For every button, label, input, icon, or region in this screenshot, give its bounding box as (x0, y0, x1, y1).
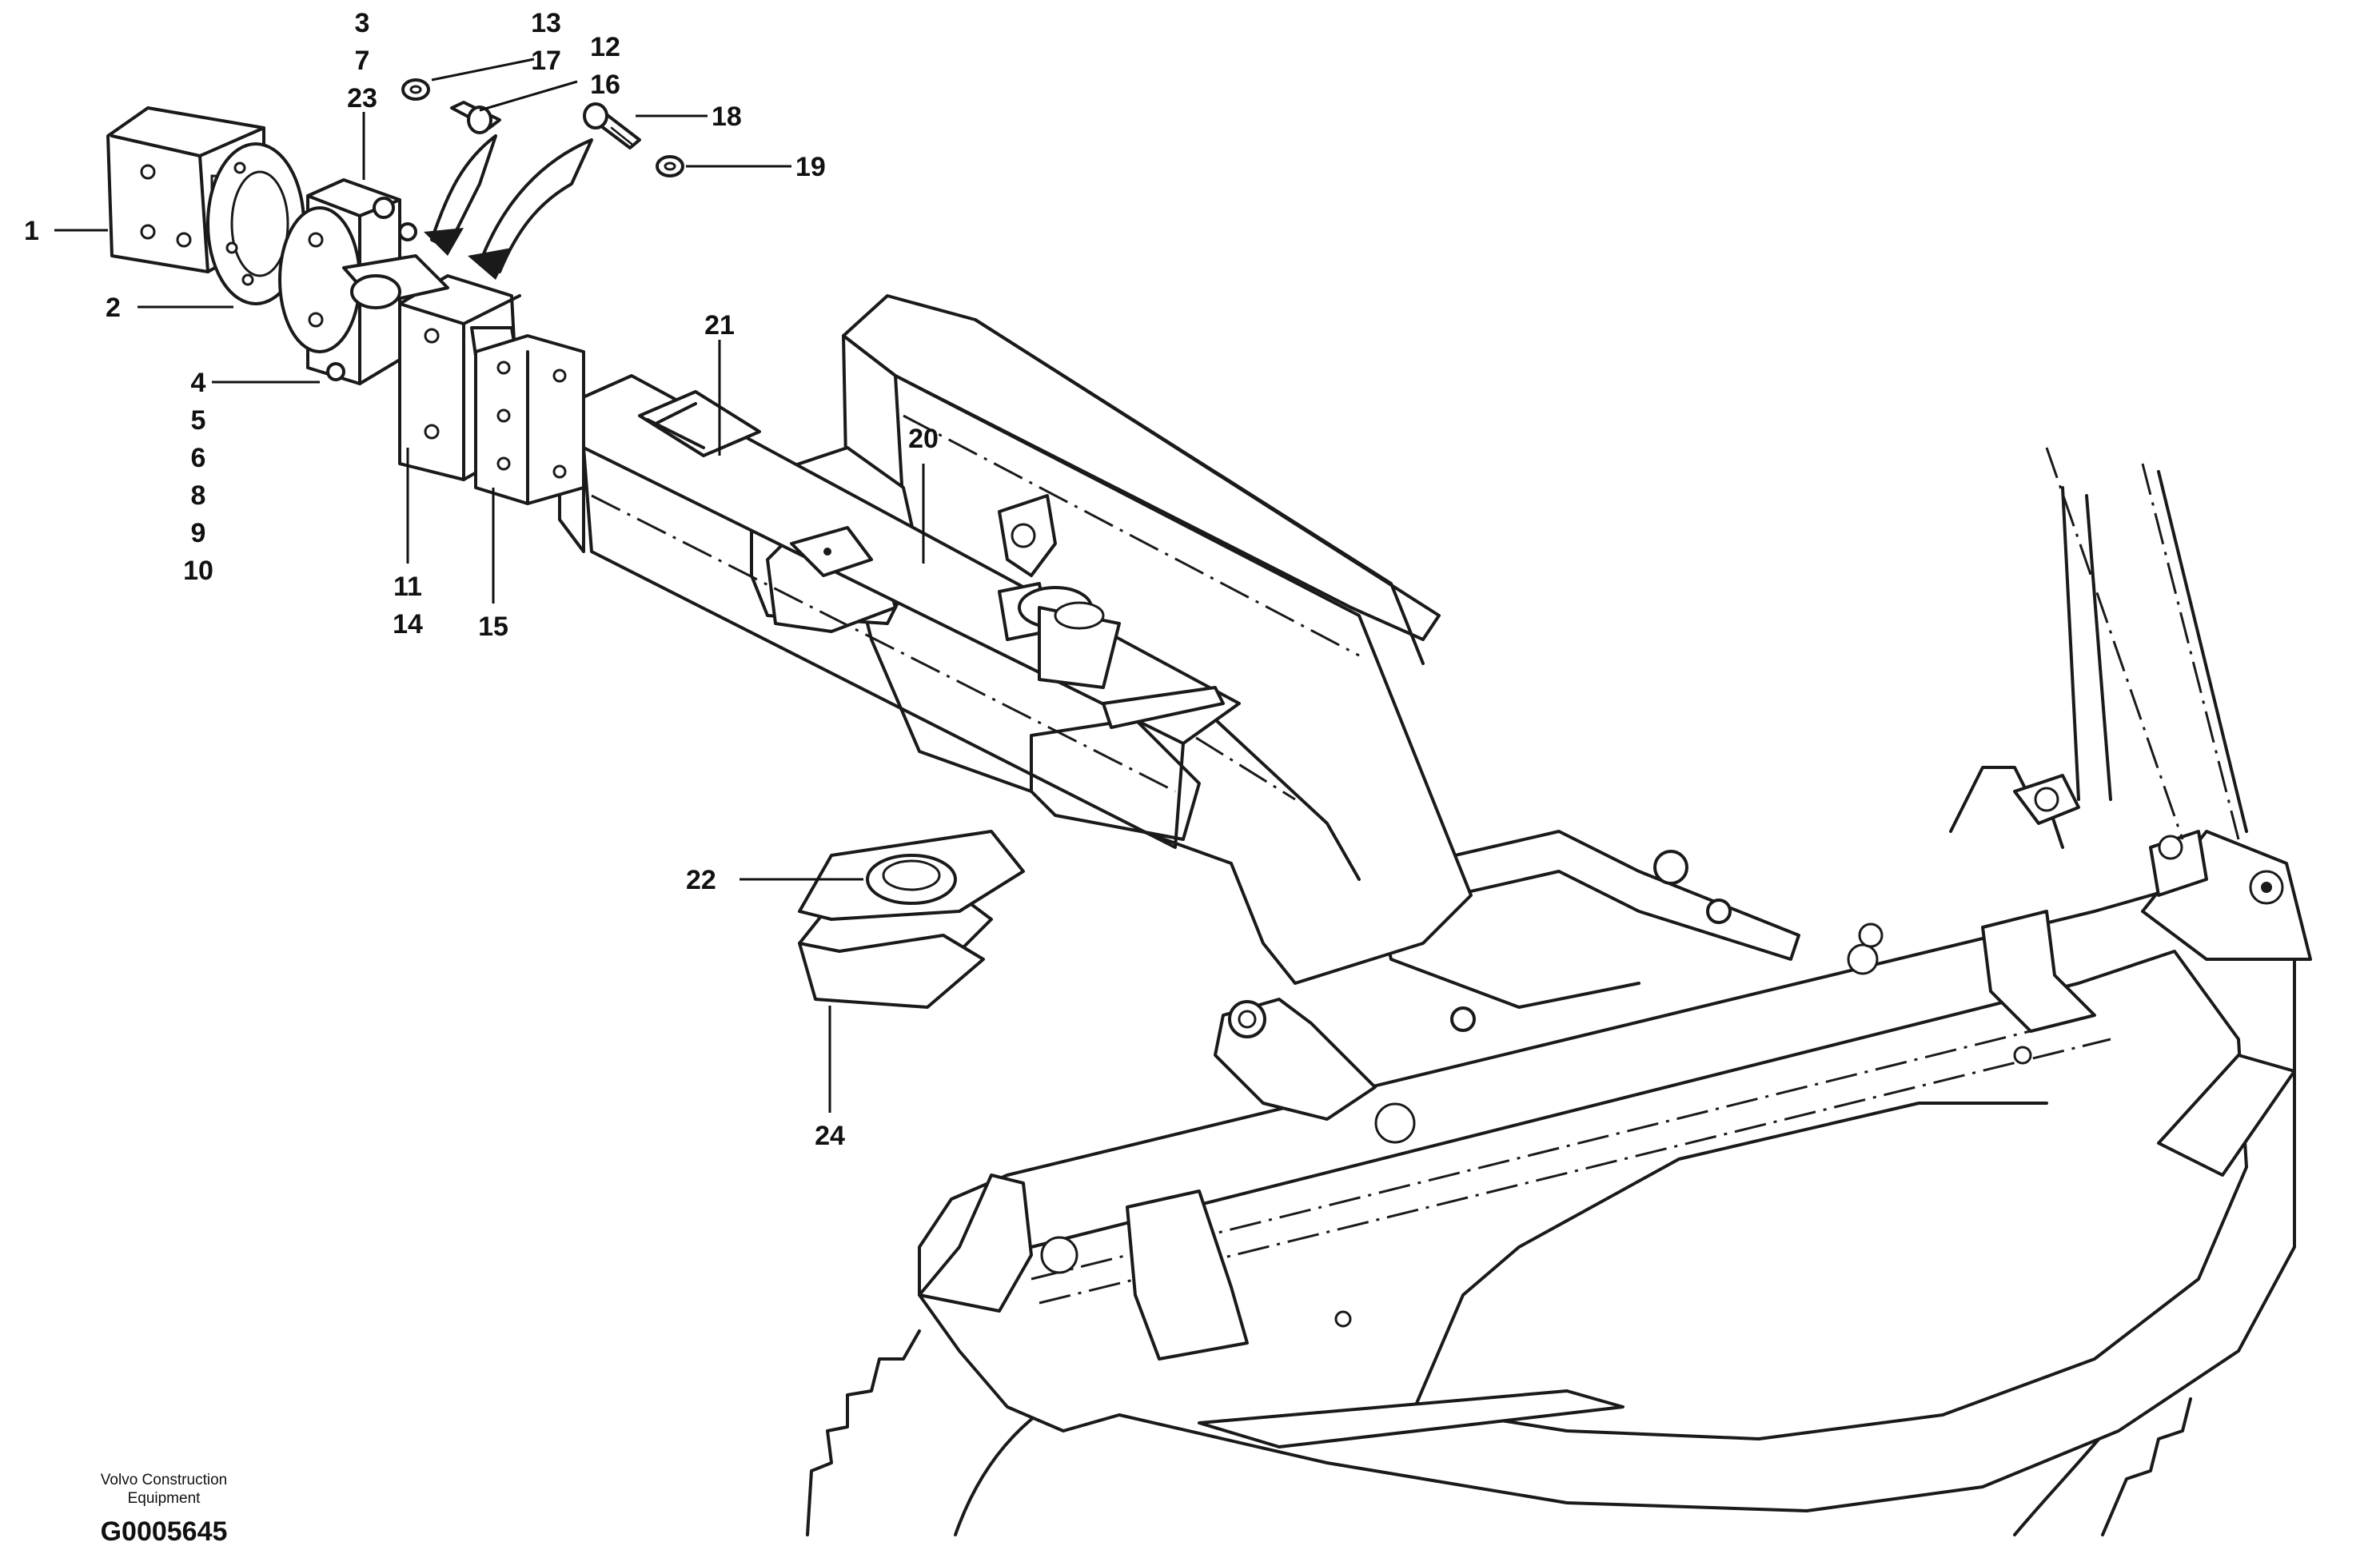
flange-plates (398, 274, 585, 505)
company-name-line2: Equipment (128, 1490, 201, 1507)
callout-22: 22 (686, 865, 716, 895)
callout-19: 19 (795, 152, 826, 182)
callout-line-4: 4 (191, 368, 206, 398)
drawing-artwork (106, 78, 2312, 1536)
callout-2: 2 (106, 293, 121, 323)
coupling-assembly (106, 106, 449, 385)
callout-line-12: 12 (590, 32, 620, 62)
callout-line-7: 7 (355, 46, 370, 76)
callout-line-20: 20 (908, 424, 939, 454)
callout-line-13: 13 (531, 8, 561, 38)
upper-frame (918, 447, 2312, 1512)
callout-line-23: 23 (347, 83, 377, 114)
callout-1: 1 (24, 216, 39, 246)
drawing-id: G0005645 (101, 1516, 228, 1547)
callout-line-5: 5 (191, 405, 206, 436)
callout-line-11: 11 (393, 572, 422, 602)
callout-21: 21 (704, 310, 735, 341)
callout-18: 18 (712, 102, 742, 132)
callout-line-6: 6 (191, 443, 206, 473)
callout-line-10: 10 (183, 556, 213, 586)
callout-line-9: 9 (191, 518, 206, 548)
callout-4-5-6-8-9-10: 4 5 6 8 9 10 (183, 368, 213, 586)
callout-line-18: 18 (712, 102, 742, 132)
callout-line-16: 16 (590, 70, 620, 100)
callout-line-14: 14 (393, 609, 423, 640)
callout-line-3: 3 (355, 8, 370, 38)
callout-line-2: 2 (106, 293, 121, 323)
leader-lines (54, 58, 925, 1113)
callout-line-24: 24 (815, 1121, 845, 1151)
callout-3-7-23: 3 7 23 (347, 8, 377, 114)
callout-line-1: 1 (24, 216, 39, 246)
callout-15: 15 (478, 612, 508, 642)
leader-12 (479, 80, 578, 112)
callout-24: 24 (815, 1121, 845, 1151)
company-name-line1: Volvo Construction (101, 1472, 227, 1488)
callout-line-22: 22 (686, 865, 716, 895)
caption-block: Volvo Construction Equipment G0005645 (101, 1472, 228, 1547)
callout-line-15: 15 (478, 612, 508, 642)
callout-line-19: 19 (795, 152, 826, 182)
callout-line-21: 21 (704, 310, 735, 341)
loose-hardware (401, 78, 684, 280)
callout-line-8: 8 (191, 480, 206, 511)
callout-20: 20 (908, 424, 939, 454)
leader-13 (431, 58, 535, 82)
callout-line-17: 17 (531, 46, 561, 76)
